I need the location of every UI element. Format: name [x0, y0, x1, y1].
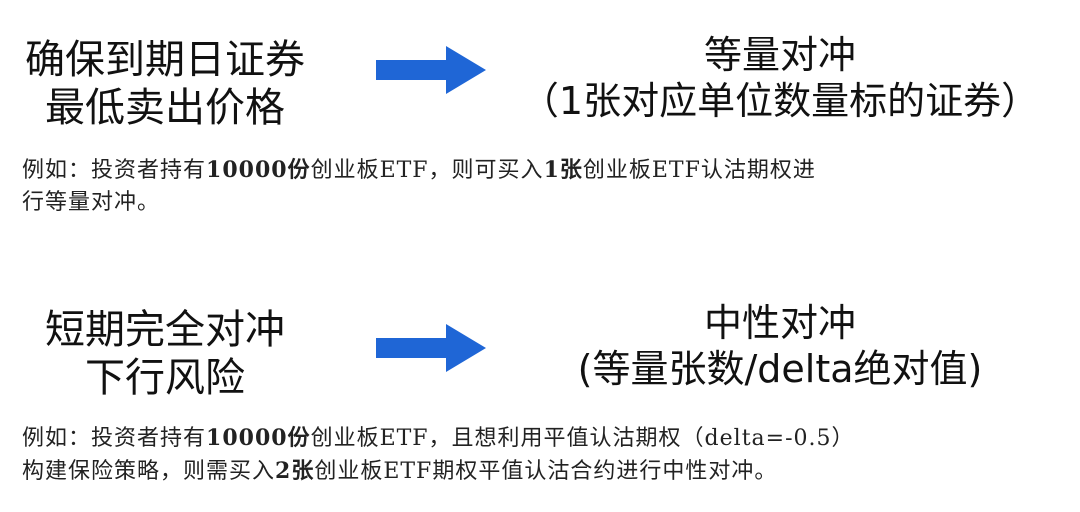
- example-bold-quantity: 10000份: [206, 425, 311, 451]
- hedge-method-line: (等量张数/delta绝对值): [577, 347, 983, 391]
- example-line: 行等量对冲。: [22, 190, 161, 215]
- example-segment: 创业板ETF，且想利用平值认沽期权（delta=-0.5）: [310, 426, 855, 451]
- example-segment: 创业板ETF认沽期权进: [582, 158, 816, 183]
- hedge-purpose-line: 短期完全对冲: [45, 307, 285, 353]
- example-text-1: 例如：投资者持有10000份创业板ETF，则可买入1张创业板ETF认沽期权进 行…: [22, 154, 1062, 219]
- example-segment: 例如：投资者持有: [22, 158, 207, 183]
- example-bold-contracts: 2张: [275, 458, 315, 484]
- hedge-method-title-2: 中性对冲 (等量张数/delta绝对值): [500, 300, 1060, 392]
- hedge-purpose-line: 确保到期日证券: [25, 37, 305, 83]
- example-text-2: 例如：投资者持有10000份创业板ETF，且想利用平值认沽期权（delta=-0…: [22, 422, 1072, 488]
- hedge-method-line: （1张对应单位数量标的证券）: [520, 79, 1040, 123]
- right-arrow-icon: [376, 324, 486, 372]
- example-line: 例如：投资者持有10000份创业板ETF，则可买入1张创业板ETF认沽期权进: [22, 154, 1062, 187]
- hedge-method-line: 中性对冲: [703, 301, 856, 345]
- hedge-purpose-line: 下行风险: [85, 355, 245, 401]
- example-segment: 例如：投资者持有: [22, 426, 207, 451]
- example-segment: 创业板ETF，则可买入: [310, 158, 544, 183]
- example-line: 例如：投资者持有10000份创业板ETF，且想利用平值认沽期权（delta=-0…: [22, 422, 1072, 455]
- right-arrow-icon: [376, 46, 486, 94]
- example-bold-contracts: 1张: [543, 157, 583, 183]
- example-bold-quantity: 10000份: [206, 157, 311, 183]
- hedge-purpose-line: 最低卖出价格: [45, 85, 285, 131]
- hedge-method-line: 等量对冲: [703, 33, 856, 77]
- example-segment: 构建保险策略，则需买入: [22, 459, 276, 484]
- hedge-method-title-1: 等量对冲 （1张对应单位数量标的证券）: [500, 32, 1060, 124]
- hedge-purpose-title-2: 短期完全对冲 下行风险: [10, 306, 320, 402]
- example-segment: 创业板ETF期权平值认沽合约进行中性对冲。: [314, 459, 778, 484]
- hedge-purpose-title-1: 确保到期日证券 最低卖出价格: [10, 36, 320, 132]
- example-line: 构建保险策略，则需买入2张创业板ETF期权平值认沽合约进行中性对冲。: [22, 455, 1072, 488]
